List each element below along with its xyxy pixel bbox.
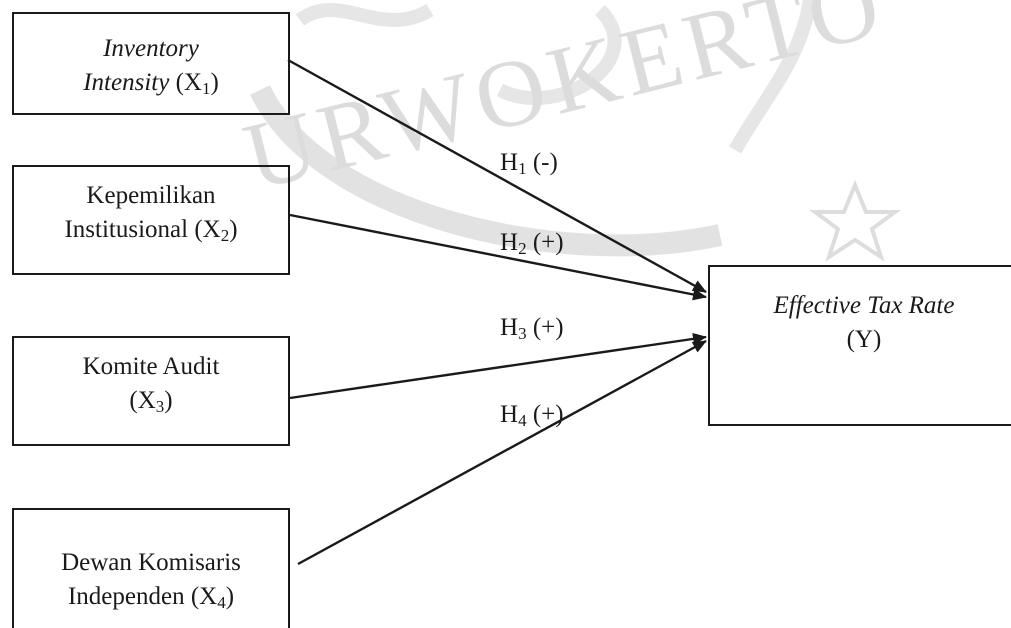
h2-sign: (+) bbox=[532, 229, 564, 256]
hypothesis-label-h1: H1 (-) bbox=[500, 148, 558, 178]
h4-sign: (+) bbox=[532, 401, 564, 428]
x4-subscript: 4 bbox=[217, 593, 226, 612]
h3-subscript: 3 bbox=[518, 324, 527, 343]
x4-symbol: X bbox=[199, 583, 218, 610]
x2-name-line1: Kepemilikan bbox=[86, 182, 216, 209]
dependent-symbol: (Y) bbox=[846, 326, 882, 353]
variable-box-x4: Dewan Komisaris Independen (X4) bbox=[12, 508, 290, 628]
h4-subscript: 4 bbox=[518, 411, 527, 430]
hypothesis-label-h2: H2 (+) bbox=[500, 228, 564, 258]
dependent-variable-box: Effective Tax Rate (Y) bbox=[708, 265, 1011, 426]
h3-sign: (+) bbox=[532, 314, 564, 341]
x3-subscript: 3 bbox=[155, 397, 165, 416]
x3-name-line1: Komite Audit bbox=[82, 353, 220, 380]
variable-box-x2: Kepemilikan Institusional (X2) bbox=[12, 165, 290, 275]
x1-name-line2: Intensity bbox=[83, 69, 170, 96]
x1-symbol: X bbox=[183, 69, 202, 96]
x1-name-line1: Inventory bbox=[103, 35, 199, 62]
x4-name-line1: Dewan Komisaris bbox=[61, 549, 241, 576]
x3-symbol: X bbox=[137, 387, 156, 414]
h3-letter: H bbox=[500, 314, 519, 341]
arrow-h3 bbox=[289, 332, 707, 400]
h1-letter: H bbox=[500, 149, 519, 176]
hypothesis-label-h4: H4 (+) bbox=[500, 400, 564, 430]
h2-letter: H bbox=[500, 229, 519, 256]
x2-name-line2: Institusional bbox=[64, 216, 189, 243]
x1-subscript: 1 bbox=[201, 79, 211, 98]
variable-box-x3: Komite Audit (X3) bbox=[12, 336, 290, 446]
arrow-h2 bbox=[289, 213, 707, 301]
h1-subscript: 1 bbox=[518, 159, 527, 178]
x4-name-line2: Independen bbox=[67, 583, 185, 610]
variable-box-x1: Inventory Intensity (X1) bbox=[12, 12, 290, 115]
arrow-h1 bbox=[287, 58, 707, 294]
h1-sign: (-) bbox=[532, 149, 558, 176]
hypothesis-label-h3: H3 (+) bbox=[500, 313, 564, 343]
arrow-h4 bbox=[297, 339, 707, 566]
h4-letter: H bbox=[500, 401, 519, 428]
dependent-name: Effective Tax Rate bbox=[773, 292, 955, 319]
h2-subscript: 2 bbox=[518, 239, 527, 258]
x2-symbol: X bbox=[202, 216, 221, 243]
x2-subscript: 2 bbox=[220, 226, 230, 245]
